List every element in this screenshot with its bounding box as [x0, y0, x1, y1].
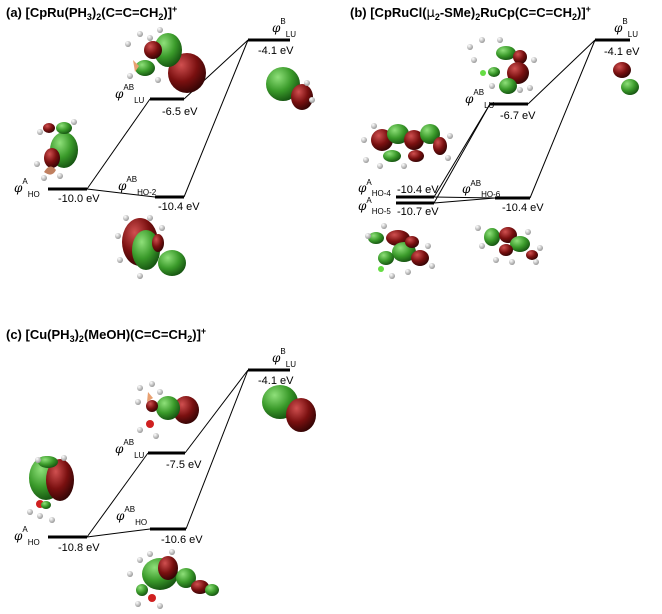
label-a-phiA-ho: φAHO: [14, 177, 40, 199]
orbital-a-phiA-ho: [34, 119, 78, 181]
panel-b-title: (b) [CpRuCl(μ2-SMe)2RuCp(C=C=CH2)]+: [350, 4, 591, 22]
panel-c-title: (c) [Cu(PH3)2(MeOH)(C=C=CH2)]+: [6, 326, 206, 344]
energy-c-phiAB-ho: -10.6 eV: [161, 534, 203, 546]
orbital-c-phiAB-lu: [135, 381, 199, 439]
label-a-phiB-lu: φBLU: [272, 17, 296, 39]
label-a-phiAB-ho2: φABHO-2: [118, 175, 157, 197]
label-c-phiAB-ho: φABHO: [116, 505, 147, 527]
energy-c-phiA-ho: -10.8 eV: [58, 542, 100, 554]
orbital-a-phiB-lu: [266, 67, 315, 110]
orbital-b-phiB-lu: [613, 62, 639, 95]
orbital-a-phiAB-lu: [125, 27, 206, 93]
energy-b-phiB-lu: -4.1 eV: [604, 46, 640, 58]
panel-b-correlation-lines: [433, 39, 596, 204]
orbital-c-phiAB-ho: [127, 549, 219, 609]
panel-a-title: (a) [CpRu(PH3)2(C=C=CH2)]+: [6, 4, 177, 22]
label-b-phiAB-ho6: φABHO-6: [462, 179, 501, 199]
orbital-b-phiA-ho5: [365, 223, 435, 279]
energy-c-phiAB-lu: -7.5 eV: [166, 459, 202, 471]
panel-b: (b) [CpRuCl(μ2-SMe)2RuCp(C=C=CH2)]+ φAHO…: [350, 4, 640, 279]
energy-b-phiAB-ho6: -10.4 eV: [502, 202, 544, 214]
energy-a-phiB-lu: -4.1 eV: [258, 45, 294, 57]
label-a-phiAB-lu: φABLU: [115, 83, 145, 105]
energy-a-phiA-ho: -10.0 eV: [58, 193, 100, 205]
panel-a: (a) [CpRu(PH3)2(C=C=CH2)]+ φAHO -10.0 eV…: [6, 4, 315, 279]
panel-c: (c) [Cu(PH3)2(MeOH)(C=C=CH2)]+ φAHO -10.…: [6, 326, 316, 609]
label-c-phiAB-lu: φABLU: [115, 438, 145, 460]
orbital-a-phiAB-ho2: [115, 215, 186, 279]
energy-c-phiB-lu: -4.1 eV: [258, 375, 294, 387]
label-b-phiA-ho4: φAHO-4: [358, 178, 391, 198]
label-c-phiA-ho: φAHO: [14, 525, 40, 547]
panel-c-correlation-lines: [86, 369, 249, 538]
label-c-phiB-lu: φBLU: [272, 347, 296, 369]
energy-a-phiAB-ho2: -10.4 eV: [158, 201, 200, 213]
energy-b-phiA-ho4: -10.4 eV: [397, 184, 439, 196]
orbital-c-phiB-lu: [262, 385, 316, 432]
energy-b-phiA-ho5: -10.7 eV: [397, 206, 439, 218]
orbital-b-phiAB-lu: [467, 37, 537, 94]
label-b-phiAB-lu: φABLU: [465, 88, 495, 110]
orbital-b-phiAB-ho6: [475, 225, 543, 265]
label-b-phiA-ho5: φAHO-5: [358, 196, 391, 216]
label-b-phiB-lu: φBLU: [614, 17, 638, 39]
orbital-c-phiA-ho: [27, 455, 74, 523]
energy-a-phiAB-lu: -6.5 eV: [162, 106, 198, 118]
orbital-b-phiA-ho4: [361, 123, 453, 169]
energy-b-phiAB-lu: -6.7 eV: [500, 110, 536, 122]
